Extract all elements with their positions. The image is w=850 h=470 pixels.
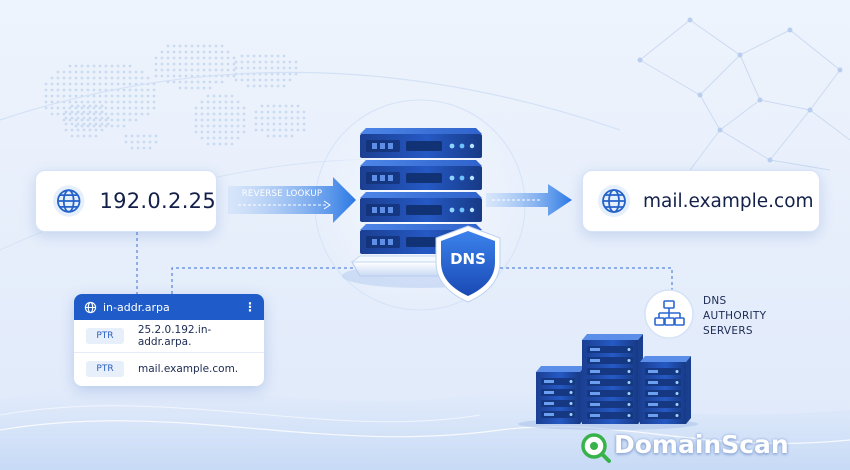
- globe-icon: [52, 185, 85, 217]
- result-arrow: [486, 184, 572, 216]
- globe-icon: [84, 301, 97, 313]
- panel-title: in-addr.arpa: [103, 300, 170, 314]
- record-value: 25.2.0.192.in-addr.arpa.: [137, 324, 212, 348]
- server-unit: [360, 128, 482, 158]
- more-vertical-icon[interactable]: ⋮: [244, 300, 256, 314]
- authority-servers-label: DNS AUTHORITY SERVERS: [703, 294, 766, 339]
- world-map-dots: [44, 44, 306, 150]
- authority-line: AUTHORITY: [703, 310, 767, 322]
- network-nodes: [637, 17, 843, 163]
- authority-server: [640, 356, 691, 424]
- hierarchy-icon: [644, 289, 694, 339]
- ip-address-text: 192.0.2.25: [99, 189, 216, 213]
- reverse-zone-panel: in-addr.arpa ⋮ PTR 25.2.0.192.in-addr.ar…: [74, 294, 264, 386]
- magnifier-icon: [581, 433, 611, 463]
- server-unit: [360, 160, 482, 190]
- panel-header: in-addr.arpa ⋮: [74, 294, 264, 320]
- ip-address-card: 192.0.2.25: [35, 170, 217, 232]
- authority-server: [536, 366, 585, 424]
- network-mesh: [639, 19, 850, 171]
- brand-logo: DomainScan: [578, 430, 789, 459]
- hostname-card: mail.example.com: [582, 170, 820, 232]
- shield-label: DNS: [450, 250, 486, 268]
- record-value: mail.example.com.: [138, 362, 239, 375]
- record-row: PTR mail.example.com.: [74, 352, 264, 384]
- dns-shield-icon: [435, 225, 501, 303]
- authority-line: SERVERS: [703, 325, 753, 337]
- record-type-badge: PTR: [86, 360, 124, 377]
- dns-server-stack: [360, 128, 482, 254]
- record-row: PTR 25.2.0.192.in-addr.arpa.: [74, 320, 264, 352]
- authority-line: DNS: [703, 295, 727, 307]
- server-unit: [360, 192, 482, 222]
- globe-icon: [598, 185, 630, 217]
- hostname-text: mail.example.com: [643, 190, 814, 212]
- authority-server-cluster: [518, 334, 698, 430]
- reverse-lookup-label: REVERSE LOOKUP: [241, 189, 323, 199]
- record-type-badge: PTR: [86, 328, 124, 344]
- authority-server: [582, 334, 643, 424]
- reverse-lookup-arrow: [228, 177, 356, 223]
- brand-name: DomainScan: [614, 430, 789, 459]
